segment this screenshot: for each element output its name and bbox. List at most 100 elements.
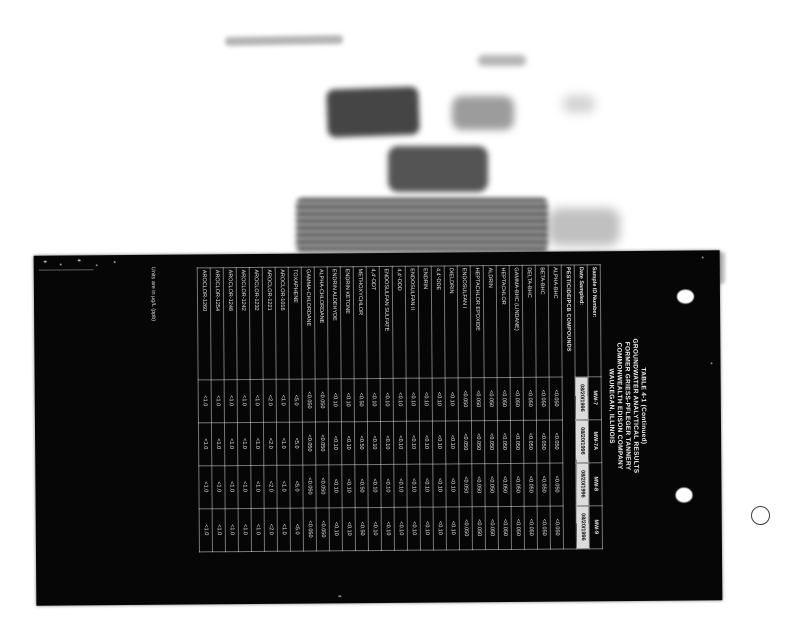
result-value: <0.050 xyxy=(497,462,512,507)
compound-name: BETA-BHC xyxy=(535,264,550,377)
compound-name: ENDOSULFAN II xyxy=(405,265,420,378)
result-value: <0.10 xyxy=(368,506,382,551)
well-name: MW-7A xyxy=(588,419,602,463)
date-row: Date Sampled: 08/20/1996 08/20/1996 08/2… xyxy=(574,264,590,549)
result-value: <0.050 xyxy=(471,463,486,507)
compound-name: DIELDRIN xyxy=(444,265,459,378)
result-value: <0.10 xyxy=(445,420,459,464)
document-content: TABLE 4-1 (Continued) GROUNDWATER ANALYT… xyxy=(149,261,651,555)
table-row: AROCLOR-1260<1.0<1.0<1.0<1.0 xyxy=(197,267,213,552)
result-value: <0.050 xyxy=(511,505,525,549)
result-value: <2.0 xyxy=(263,421,277,465)
table-row: AROCLOR-1232<1.0<1.0<1.0<1.0 xyxy=(249,266,265,551)
table-row: AROCLOR-1221<2.0<2.0<2.0<2.0 xyxy=(262,266,278,551)
result-value: <0.050 xyxy=(536,462,551,506)
result-value: <0.50 xyxy=(354,421,368,465)
compound-name: ENDOSULFAN SULFATE xyxy=(379,265,394,378)
result-value: <0.10 xyxy=(406,377,420,421)
result-value: <0.050 xyxy=(550,505,564,549)
result-value: <0.10 xyxy=(367,420,381,465)
table-row: ENDRIN KETONE<0.10<0.10<0.10<0.10 xyxy=(340,266,356,551)
section-label: PESTICIDE/PCB COMPOUNDS xyxy=(561,264,577,549)
result-value: <0.10 xyxy=(419,463,434,507)
result-value: <0.050 xyxy=(510,462,525,506)
compound-name: GAMMA-CHLORDANE xyxy=(301,266,316,379)
result-value: <1.0 xyxy=(237,379,251,423)
result-value: <1.0 xyxy=(225,508,239,552)
result-value: <0.10 xyxy=(367,463,382,508)
result-value: <0.10 xyxy=(445,377,459,421)
punch-hole-outline xyxy=(751,506,770,525)
result-value: <0.10 xyxy=(419,377,433,421)
well-name: MW-9 xyxy=(589,505,603,549)
compound-name: AROCLOR-1254 xyxy=(210,267,225,380)
result-value: <0.10 xyxy=(445,463,460,507)
compound-name: AROCLOR-1221 xyxy=(262,266,277,379)
compound-name: AROCLOR-1242 xyxy=(236,267,251,380)
result-value: <1.0 xyxy=(277,507,291,551)
result-value: <0.10 xyxy=(433,506,447,550)
table-row: ENDOSULFAN I<0.050<0.050<0.050<0.050 xyxy=(457,265,473,550)
compound-name: AROCLOR-1232 xyxy=(249,266,264,380)
result-value: <1.0 xyxy=(198,422,212,466)
sample-date: 08/20/1996 xyxy=(576,505,590,549)
result-value: <2.0 xyxy=(263,378,277,422)
punch-hole xyxy=(675,487,693,503)
scan-speckle xyxy=(701,256,704,259)
result-value: <1.0 xyxy=(211,465,226,509)
table-row: AROCLOR-1242<1.0<1.0<1.0<1.0 xyxy=(236,267,252,552)
result-value: <0.050 xyxy=(510,419,524,463)
scan-artifact xyxy=(326,86,420,138)
table-row: ALPHA-CHLORDANE<0.050<0.050<0.050<0.050 xyxy=(314,266,330,551)
result-value: <1.0 xyxy=(276,378,290,422)
result-value: <0.050 xyxy=(458,463,473,507)
sample-date: 08/20/1996 xyxy=(575,419,589,463)
compound-name: ENDRIN ALDEHYDE xyxy=(327,266,342,379)
result-value: <0.050 xyxy=(315,378,329,422)
scan-speckle xyxy=(43,260,47,263)
result-value: <0.050 xyxy=(302,464,317,508)
sample-id-label: Sample ID Number: xyxy=(587,264,602,377)
scan-artifact xyxy=(563,95,595,113)
compound-name: AROCLOR-1260 xyxy=(197,267,212,380)
scan-speckle xyxy=(113,261,116,263)
result-value: <1.0 xyxy=(224,422,238,466)
date-label: Date Sampled: xyxy=(574,264,589,377)
scan-speckle xyxy=(95,264,98,267)
compound-name: ALPHA-BHC xyxy=(548,264,563,377)
scan-artifact xyxy=(224,34,344,47)
result-value: <0.050 xyxy=(498,505,512,550)
result-value: <0.10 xyxy=(394,506,408,550)
result-value: <1.0 xyxy=(212,508,226,552)
scan-speckle xyxy=(338,595,342,597)
result-value: <0.050 xyxy=(315,421,329,465)
result-value: <0.10 xyxy=(406,420,420,464)
result-value: <0.10 xyxy=(419,420,433,464)
table-row: BETA-BHC<0.050<0.050<0.050<0.050 xyxy=(535,264,551,549)
result-value: <0.050 xyxy=(523,419,537,463)
table-row: DIELDRIN<0.10<0.10<0.10<0.10 xyxy=(444,265,460,550)
compound-name: ALDRIN xyxy=(483,265,498,378)
table-row: HEPTACHLOR EPOXIDE<0.050<0.050<0.050<0.0… xyxy=(470,265,486,550)
result-value: <0.050 xyxy=(458,420,472,464)
result-value: <0.10 xyxy=(432,377,446,421)
table-row: GAMMA-CHLORDANE<0.050<0.050<0.050<0.050 xyxy=(301,266,317,551)
result-value: <0.050 xyxy=(303,507,317,551)
table-row: ALDRIN<0.050<0.050<0.050<0.050 xyxy=(483,265,499,550)
result-value: <1.0 xyxy=(276,421,290,465)
result-value: <0.050 xyxy=(316,507,330,551)
compound-name: 4,4'-DDD xyxy=(392,265,407,378)
section-row: PESTICIDE/PCB COMPOUNDS xyxy=(561,264,577,549)
result-value: <1.0 xyxy=(250,378,264,423)
table-row: ENDOSULFAN II<0.10<0.10<0.10<0.10 xyxy=(405,265,421,550)
result-value: <0.50 xyxy=(355,507,369,551)
result-value: <0.050 xyxy=(536,419,550,463)
result-value: <0.10 xyxy=(381,506,395,550)
scan-artifact xyxy=(388,146,488,192)
result-value: <0.050 xyxy=(302,421,316,465)
compound-name: TOXAPHENE xyxy=(288,266,303,379)
result-value: <0.10 xyxy=(380,420,394,464)
result-value: <0.10 xyxy=(406,463,421,507)
scan-speckle xyxy=(710,362,713,365)
